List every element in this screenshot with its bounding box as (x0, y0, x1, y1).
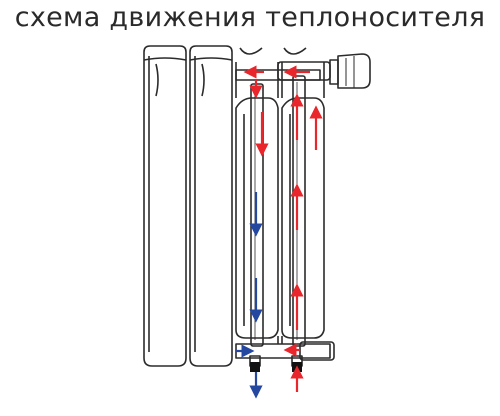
hot-flow-arrows (243, 65, 323, 392)
radiator-section-1 (143, 45, 187, 367)
radiator-section-3 (235, 83, 279, 347)
radiator-section-4 (281, 75, 325, 347)
top-collector (235, 47, 325, 98)
radiator-section-2 (189, 45, 233, 367)
diagram-title: схема движения теплоносителя (14, 2, 486, 33)
pipe-fittings (250, 362, 302, 372)
cold-flow-arrows (236, 192, 263, 399)
thermostatic-valve (277, 53, 371, 89)
